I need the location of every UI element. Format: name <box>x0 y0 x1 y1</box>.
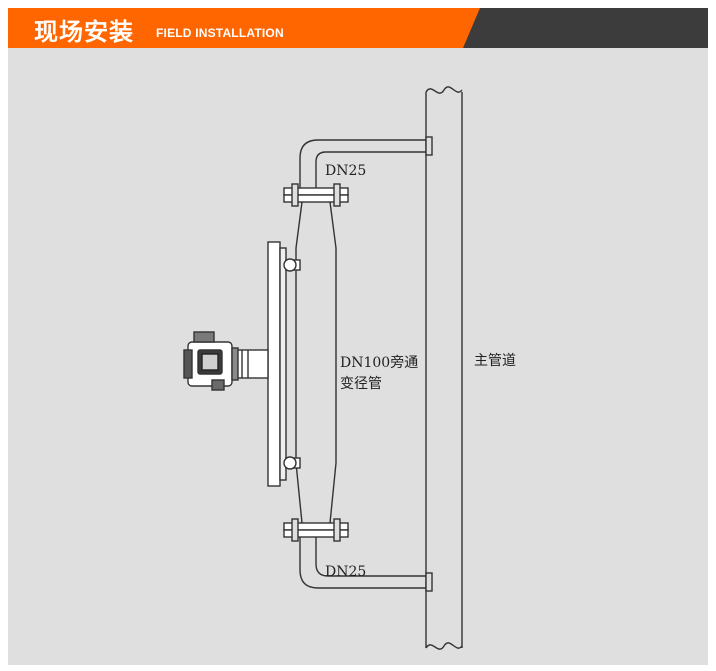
diagram-panel: DN25 DN100旁通 变径管 主管道 DN25 <box>8 48 708 665</box>
bottom-flange <box>283 518 349 542</box>
label-bypass-line1: DN100旁通 <box>340 354 418 371</box>
section-header: 现场安装 FIELD INSTALLATION <box>8 8 708 48</box>
transmitter-stem <box>235 349 269 379</box>
bottom-connection-pipe <box>299 537 433 592</box>
label-main-pipe: 主管道 <box>474 353 516 369</box>
installation-diagram: DN25 DN100旁通 变径管 主管道 DN25 <box>183 86 516 650</box>
label-bypass-line2: 变径管 <box>340 376 382 392</box>
header-orange-band <box>8 8 480 48</box>
bypass-tube <box>295 201 337 524</box>
upper-nozzle <box>283 258 301 272</box>
header-banner <box>8 8 708 48</box>
top-connection-pipe <box>299 136 433 188</box>
transmitter-head <box>183 331 239 391</box>
header-title-en: FIELD INSTALLATION <box>156 26 284 40</box>
main-pipe <box>425 86 463 650</box>
label-dn25-bottom: DN25 <box>325 564 366 580</box>
label-dn25-top: DN25 <box>325 163 366 179</box>
lower-nozzle <box>283 456 301 470</box>
top-flange <box>283 183 349 207</box>
header-title-cn: 现场安装 <box>34 18 134 46</box>
level-gauge-column <box>267 241 287 487</box>
